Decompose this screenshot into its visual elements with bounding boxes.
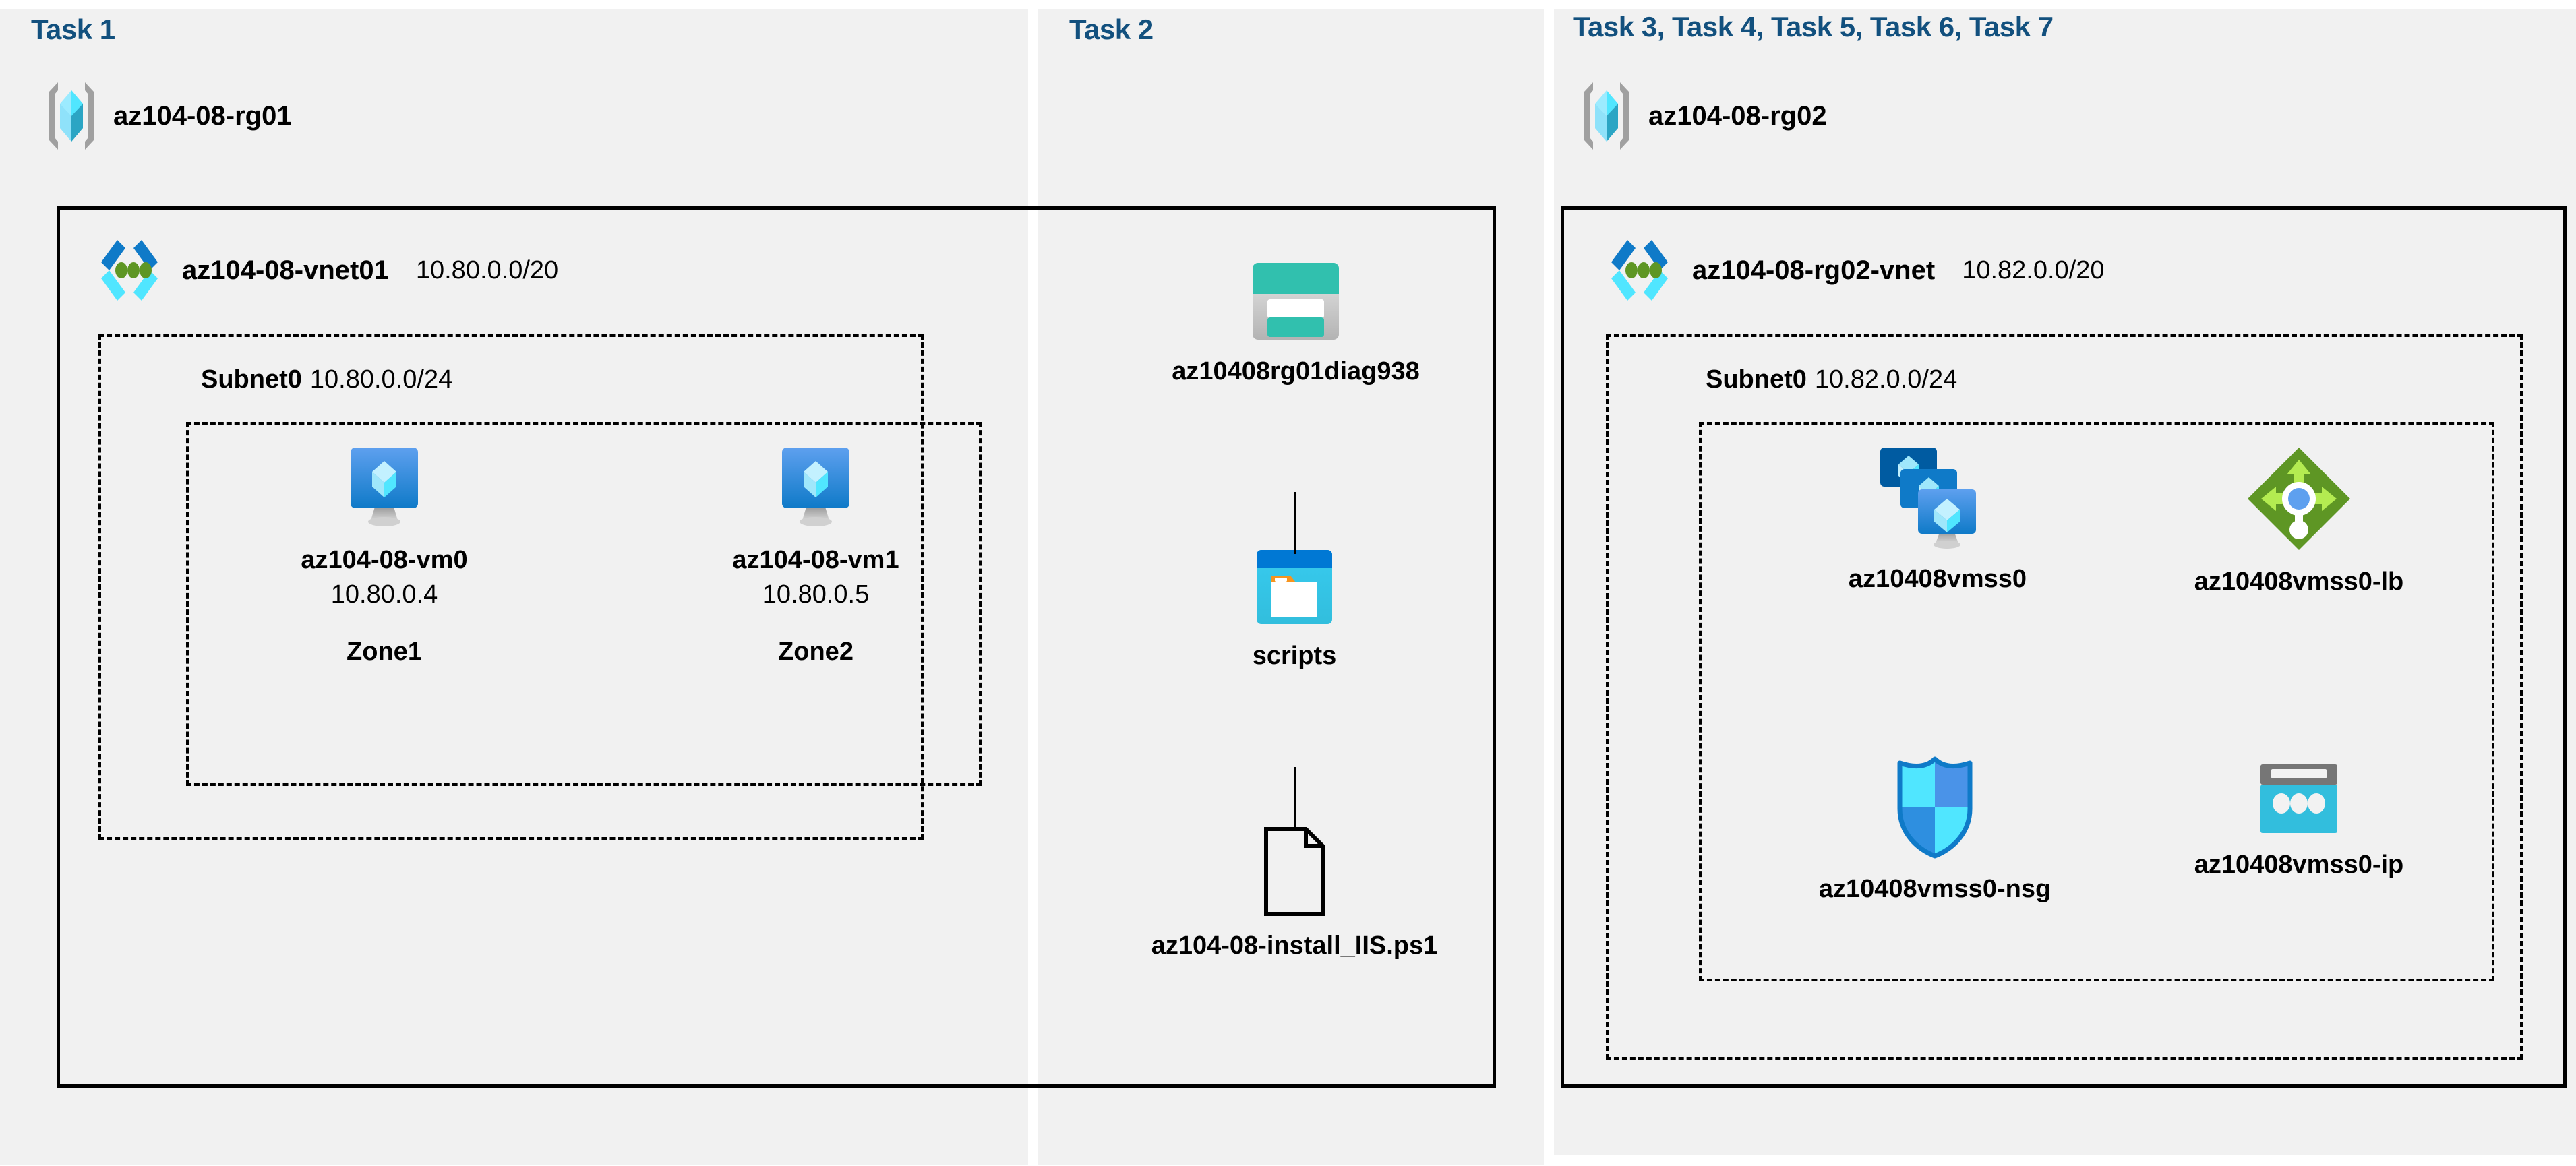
virtual-machine-icon [342, 445, 426, 531]
nsg-name: az10408vmss0-nsg [1818, 875, 2051, 903]
vnet-header-vnet01: az104-08-vnet01 10.80.0.0/20 [94, 237, 558, 303]
task-3-7-heading: Task 3, Task 4, Task 5, Task 6, Task 7 [1573, 11, 2054, 42]
vnet-header-rg02-vnet: az104-08-rg02-vnet 10.82.0.0/20 [1605, 237, 2105, 303]
vm-name: az104-08-vm1 [732, 546, 899, 574]
vm-zone: Zone2 [778, 638, 853, 666]
resource-node-vm0: az104-08-vm0 10.80.0.4 Zone1 [270, 445, 499, 667]
virtual-network-icon [94, 237, 164, 303]
script-file-icon [1257, 826, 1331, 917]
virtual-machine-icon [774, 445, 858, 531]
blob-container-name: scripts [1252, 642, 1337, 670]
subnet-name: Subnet0 [201, 365, 302, 394]
storage-account-name: az10408rg01diag938 [1172, 357, 1420, 386]
resource-node-vm1: az104-08-vm1 10.80.0.5 Zone2 [701, 445, 930, 667]
task-1-heading: Task 1 [31, 13, 115, 45]
resource-group-name: az104-08-rg01 [113, 100, 292, 131]
subnet-boundary-subnet0-rg02vnet [1606, 334, 2523, 1060]
resource-node-load-balancer: az10408vmss0-lb [2144, 445, 2454, 596]
vnet-boundary-rg02-vnet [1561, 206, 2567, 1088]
vnet-name: az104-08-rg02-vnet [1692, 255, 1936, 285]
subnet-boundary-subnet0-vnet01 [98, 334, 924, 840]
load-balancer-icon [2245, 445, 2353, 553]
virtual-network-icon [1605, 237, 1675, 303]
vm-name: az104-08-vm0 [301, 546, 468, 574]
resource-group-name: az104-08-rg02 [1648, 100, 1827, 131]
public-ip-address-icon [2256, 762, 2341, 836]
load-balancer-name: az10408vmss0-lb [2194, 567, 2404, 596]
vnet-name: az104-08-vnet01 [182, 255, 389, 285]
script-file-name: az104-08-install_IIS.ps1 [1151, 931, 1438, 960]
resource-node-storage-account: az10408rg01diag938 [1107, 260, 1485, 386]
blob-container-icon [1254, 547, 1335, 627]
resource-group-rg02: az104-08-rg02 [1581, 81, 1827, 151]
network-security-group-icon [1892, 755, 1978, 860]
vmss-resources-boundary [1699, 422, 2494, 981]
vmss-name: az10408vmss0 [1848, 565, 2027, 593]
storage-account-icon [1250, 260, 1342, 342]
resource-node-vmss: az10408vmss0 [1796, 445, 2079, 594]
availability-zones-boundary [186, 422, 982, 786]
task-2-heading: Task 2 [1069, 13, 1154, 45]
vnet-cidr: 10.80.0.0/20 [415, 255, 559, 284]
resource-group-icon [1581, 81, 1632, 151]
resource-node-script-file: az104-08-install_IIS.ps1 [1065, 826, 1524, 960]
panel-task-3-7 [1554, 9, 2576, 1155]
vnet-cidr: 10.82.0.0/20 [1962, 255, 2105, 284]
resource-group-icon [46, 81, 97, 151]
subnet-cidr: 10.80.0.0/24 [309, 365, 453, 394]
connector-storage-to-scripts [1294, 492, 1296, 554]
panel-task-1 [0, 9, 1028, 1165]
resource-node-blob-container: scripts [1193, 547, 1396, 671]
public-ip-name: az10408vmss0-ip [2194, 851, 2404, 879]
vm-ip: 10.80.0.4 [330, 580, 438, 609]
subnet-cidr: 10.82.0.0/24 [1814, 365, 1958, 394]
resource-group-rg01: az104-08-rg01 [46, 81, 292, 151]
resource-node-nsg: az10408vmss0-nsg [1787, 755, 2083, 904]
connector-scripts-to-script-file [1294, 767, 1296, 829]
vm-zone: Zone1 [347, 638, 422, 666]
vm-ip: 10.80.0.5 [762, 580, 870, 609]
vm-scale-set-icon [1875, 445, 2000, 550]
vnet-boundary-vnet01 [57, 206, 1496, 1088]
subnet-name: Subnet0 [1706, 365, 1807, 394]
resource-node-public-ip: az10408vmss0-ip [2151, 762, 2447, 880]
